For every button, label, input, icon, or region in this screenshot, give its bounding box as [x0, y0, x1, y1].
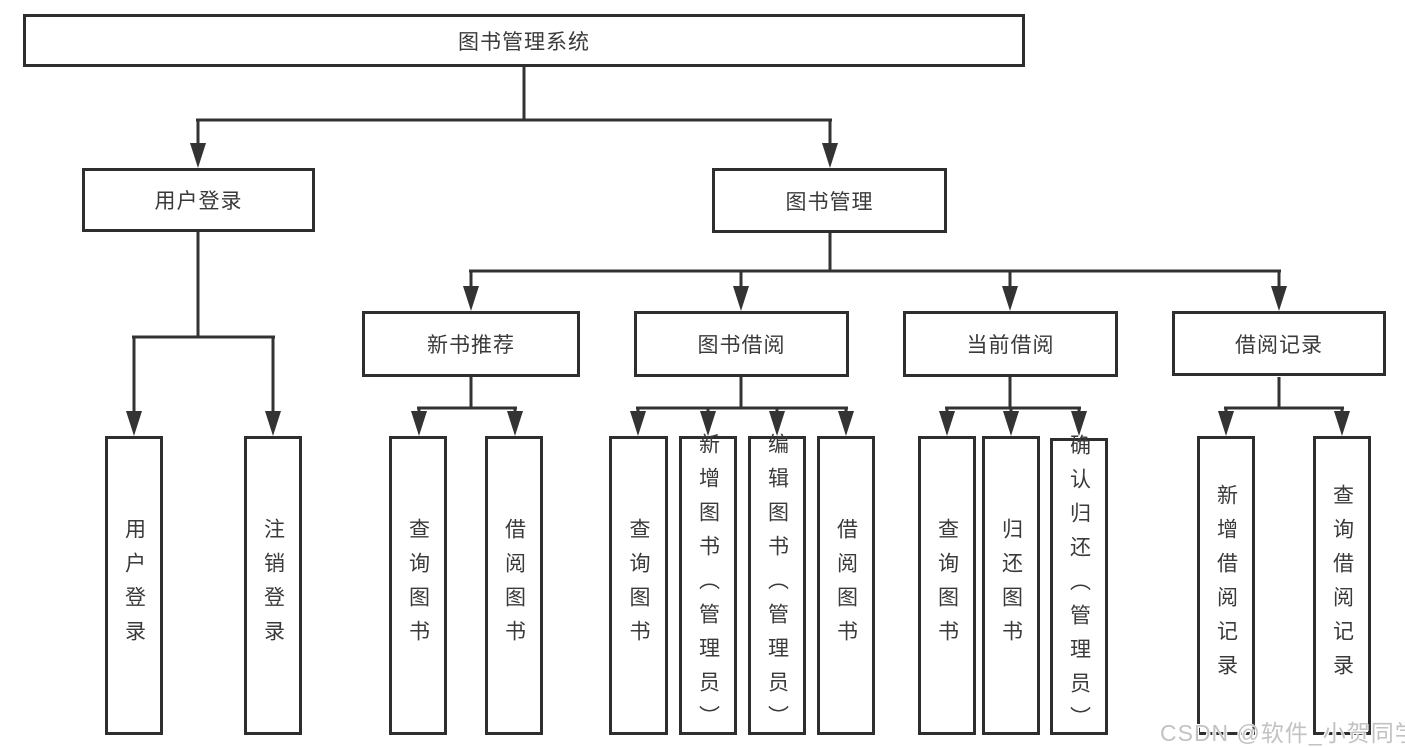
leaf-query-books-recommend-label: 查询图书: [406, 517, 430, 654]
leaf-add-books-admin: 新增图书（管理员）: [679, 433, 737, 739]
leaf-query-borrow-record-label: 查询借阅记录: [1330, 483, 1354, 688]
watermark: CSDN @软件_小贺同学: [1160, 720, 1405, 746]
leaf-add-borrow-record-label: 新增借阅记录: [1214, 483, 1238, 688]
leaf-edit-books-admin: 编辑图书（管理员）: [748, 433, 806, 739]
leaf-add-borrow-record: 新增借阅记录: [1197, 436, 1255, 735]
leaf-borrow-books-recommend: 借阅图书: [485, 436, 543, 735]
leaf-logout: 注销登录: [244, 436, 302, 735]
node-borrowing-records: 借阅记录: [1172, 311, 1386, 376]
node-book-management: 图书管理: [712, 168, 947, 233]
leaf-user-login: 用户登录: [105, 436, 163, 735]
leaf-confirm-return-admin-label: 确认归还（管理员）: [1067, 433, 1091, 740]
node-book-borrowing: 图书借阅: [634, 311, 849, 377]
leaf-query-books-current-label: 查询图书: [935, 517, 959, 654]
leaf-query-borrow-record: 查询借阅记录: [1313, 436, 1371, 735]
node-borrowing-records-label: 借阅记录: [1235, 333, 1323, 357]
leaf-borrow-books: 借阅图书: [817, 436, 875, 735]
leaf-borrow-books-recommend-label: 借阅图书: [502, 517, 526, 654]
node-book-borrowing-label: 图书借阅: [697, 334, 786, 357]
node-new-book-recommend: 新书推荐: [362, 311, 580, 377]
leaf-user-login-label: 用户登录: [122, 517, 146, 654]
leaf-borrow-books-label: 借阅图书: [834, 517, 858, 654]
leaf-query-books-current: 查询图书: [918, 436, 976, 735]
leaf-return-books-label: 归还图书: [999, 517, 1023, 654]
node-new-book-recommend-label: 新书推荐: [427, 334, 515, 357]
node-library-system-label: 图书管理系统: [458, 30, 590, 54]
leaf-logout-label: 注销登录: [261, 517, 285, 654]
node-current-borrowing-label: 当前借阅: [966, 334, 1055, 357]
leaf-confirm-return-admin: 确认归还（管理员）: [1050, 434, 1108, 740]
node-book-management-label: 图书管理: [785, 190, 874, 214]
leaf-query-books-recommend: 查询图书: [389, 436, 447, 735]
node-user-login: 用户登录: [82, 168, 315, 232]
node-current-borrowing: 当前借阅: [903, 311, 1118, 377]
leaf-query-books-borrowing: 查询图书: [609, 436, 668, 735]
node-user-login-label: 用户登录: [154, 190, 243, 213]
node-library-system: 图书管理系统: [23, 14, 1025, 67]
leaf-add-books-admin-label: 新增图书（管理员）: [696, 432, 720, 739]
leaf-return-books: 归还图书: [982, 436, 1040, 735]
leaf-query-books-borrowing-label: 查询图书: [627, 517, 650, 654]
leaf-edit-books-admin-label: 编辑图书（管理员）: [765, 432, 789, 739]
